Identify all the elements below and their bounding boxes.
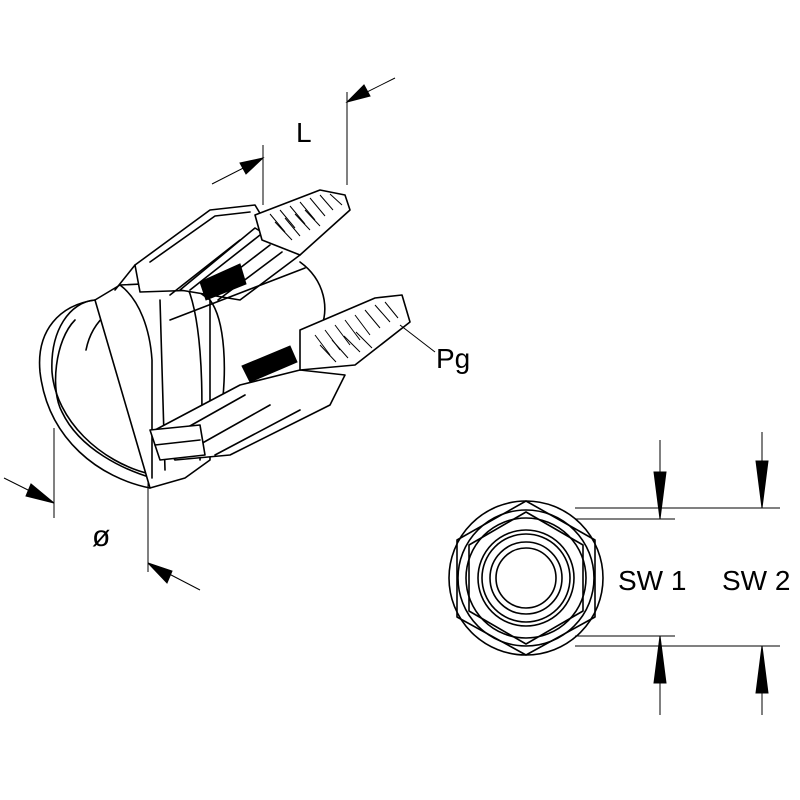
arrow-head-icon [239,157,265,175]
seal-inserts [199,263,298,383]
arrow-head-icon [25,483,55,504]
dimension-L [211,77,396,205]
length-label: L [296,117,312,148]
arrow-head-icon [653,635,667,684]
wrench-size-1-label: SW 1 [618,565,686,596]
hex-outline [456,500,596,656]
thread-label: Pg [436,343,470,374]
dimension-diameter [3,428,201,591]
arrow-head-icon [755,645,769,694]
upper-threaded-jaw [254,189,351,256]
arrow-head-icon [345,84,371,103]
lower-threaded-jaw [299,294,411,371]
dimension-pg [399,324,436,353]
bottom-lip [149,424,206,461]
wrench-size-2-label: SW 2 [722,565,790,596]
arrow-head-icon [755,460,769,509]
arrow-head-icon [147,562,173,584]
upper-hex-collar [114,204,271,296]
dimension-sw [575,432,780,715]
fitting-end-view [448,500,604,656]
diameter-label: ø [92,520,110,553]
fitting-isometric-view [38,189,411,489]
arrow-head-icon [653,471,667,520]
